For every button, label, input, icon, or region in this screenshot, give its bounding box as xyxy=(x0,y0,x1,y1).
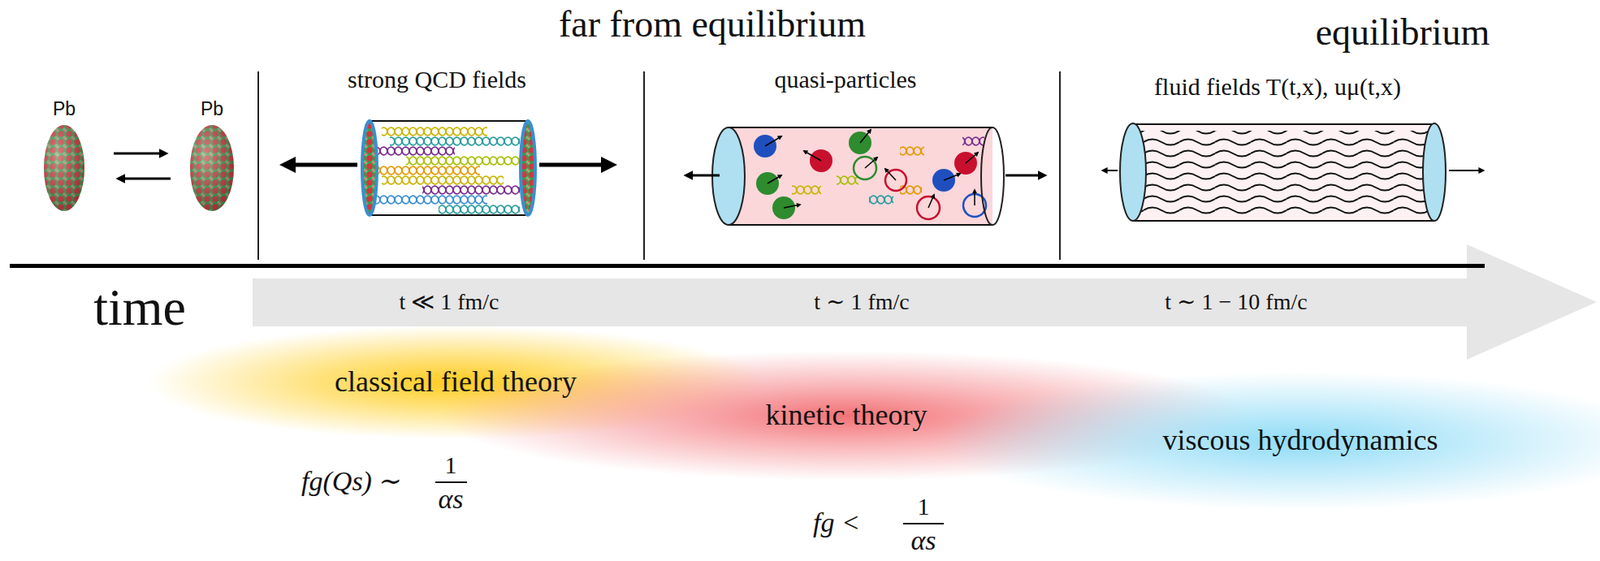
formula: fg < xyxy=(812,506,861,539)
glasma-cylinder xyxy=(362,121,536,216)
glasma-cylinder-part xyxy=(422,185,520,195)
glasma-cylinder-part xyxy=(406,155,524,166)
glasma-cylinder-part xyxy=(381,175,504,186)
axis-label: time xyxy=(93,277,186,338)
glasma-cylinder-part xyxy=(377,165,480,176)
quasi-particle-cylinder-part xyxy=(836,175,859,186)
quasi-particle-cylinder-part xyxy=(791,185,822,195)
formula-numerator: 1 xyxy=(445,451,458,480)
fluid-cylinder-part xyxy=(1132,124,1435,221)
stage-label: fluid fields T(t,x), uμ(t,x) xyxy=(1154,73,1402,102)
time-label: t ∼ 1 fm/c xyxy=(813,289,910,316)
stage-separators-part xyxy=(643,71,645,260)
quasi-particle-cylinder-part-part xyxy=(783,204,800,208)
lead-nucleus-part xyxy=(190,125,234,212)
regime-blob: viscous hydrodynamics xyxy=(934,371,1600,511)
glasma-cylinder-part xyxy=(362,121,377,216)
time-arrow-head xyxy=(1466,244,1597,360)
expansion-arrows xyxy=(1102,169,1484,172)
stage-label: quasi-particles xyxy=(774,65,917,95)
glasma-cylinder-part xyxy=(369,121,528,216)
fluid-cylinder-part xyxy=(1422,123,1446,221)
formula-numerator: 1 xyxy=(917,492,930,522)
quasi-particle-cylinder-part xyxy=(765,129,978,208)
expansion-arrows-part xyxy=(1005,174,1045,178)
fraction-bar xyxy=(435,481,468,484)
regime-label: classical field theory xyxy=(334,365,577,399)
glasma-cylinder-part xyxy=(369,214,528,217)
heading: equilibrium xyxy=(1315,11,1491,55)
lead-nucleus xyxy=(43,125,234,212)
heading: far from equilibrium xyxy=(558,3,866,47)
glasma-cylinder-part xyxy=(373,146,455,156)
fluid-cylinder-part xyxy=(1132,123,1435,126)
lead-nucleus-part xyxy=(43,125,85,212)
fluid-cylinder-part xyxy=(1120,123,1146,221)
time-axis xyxy=(9,263,1485,269)
lead-nucleus-part xyxy=(190,125,234,212)
quasi-particle-cylinder-part-part xyxy=(765,136,782,147)
quasi-particle-cylinder-part-part xyxy=(864,157,878,169)
quasi-particle-cylinder-part xyxy=(899,146,925,156)
collision-arrows-part xyxy=(118,177,171,181)
quasi-particle-cylinder-part xyxy=(954,151,978,175)
formula-denominator: αs xyxy=(437,483,463,515)
time-label: t ∼ 1 − 10 fm/c xyxy=(1164,289,1307,316)
quasi-particle-cylinder-part-part xyxy=(965,152,978,164)
glasma-cylinder-part xyxy=(375,194,488,205)
quasi-particle-cylinder-part xyxy=(962,136,985,147)
quasi-particle-cylinder-part-part xyxy=(860,129,871,143)
expansion-arrows-part xyxy=(284,163,358,168)
quasi-particle-cylinder-part-part xyxy=(804,151,822,161)
formula: fg(Qs) ∼ xyxy=(301,465,403,498)
glasma-cylinder-part xyxy=(389,136,520,147)
expansion-arrows-part xyxy=(1102,169,1118,172)
expansion-arrows xyxy=(686,174,1045,178)
expansion-arrows-part xyxy=(686,174,720,178)
quasi-particle-cylinder-part xyxy=(869,194,894,205)
fluid-cylinder xyxy=(1120,123,1446,221)
expansion-arrows xyxy=(284,163,613,168)
expansion-arrows-part xyxy=(1448,169,1484,172)
lead-nucleus-part xyxy=(43,125,85,212)
glasma-cylinder-part xyxy=(381,126,488,137)
stage-label: strong QCD fields xyxy=(347,65,527,95)
fluid-cylinder-part xyxy=(1132,220,1435,222)
quasi-particle-cylinder-part xyxy=(885,169,907,191)
stage-separators-part xyxy=(1059,71,1061,260)
glasma-cylinder-part xyxy=(369,120,528,122)
quasi-particle-cylinder-part-part xyxy=(885,168,896,181)
collision-arrows-part xyxy=(113,152,166,156)
quasi-particle-cylinder-part-part xyxy=(943,173,960,181)
expansion-arrows-part xyxy=(539,163,613,168)
fraction-bar xyxy=(903,523,944,525)
glasma-cylinder-part xyxy=(438,204,520,215)
quasi-particle-cylinder-part xyxy=(728,224,993,226)
regime-label: viscous hydrodynamics xyxy=(1163,423,1439,458)
nucleus-label: Pb xyxy=(52,98,76,120)
quasi-particle-cylinder-part xyxy=(728,127,993,225)
time-label: t ≪ 1 fm/c xyxy=(398,289,499,316)
fluid-cylinder-part xyxy=(1137,130,1432,217)
quasi-particle-cylinder-part xyxy=(853,156,877,180)
regime-label: kinetic theory xyxy=(765,398,928,433)
formula-denominator: αs xyxy=(910,524,936,557)
glasma-cylinder-part xyxy=(520,121,536,216)
stage-separators xyxy=(258,71,1060,260)
quasi-particle-cylinder-part-part xyxy=(973,190,976,206)
quasi-particle-cylinder-part xyxy=(981,127,1004,225)
quasi-particle-cylinder-part-part xyxy=(767,175,782,184)
time-band: t ≪ 1 fm/c t ∼ 1 fm/c t ∼ 1 − 10 fm/c xyxy=(252,278,1469,327)
stage-separators-part xyxy=(257,71,260,260)
nucleus-label: Pb xyxy=(200,98,224,120)
quasi-particle-cylinder xyxy=(712,127,1004,225)
quasi-particle-cylinder-part xyxy=(728,126,993,129)
quasi-particle-cylinder-part-part xyxy=(928,194,935,208)
collision-arrows xyxy=(113,153,171,179)
